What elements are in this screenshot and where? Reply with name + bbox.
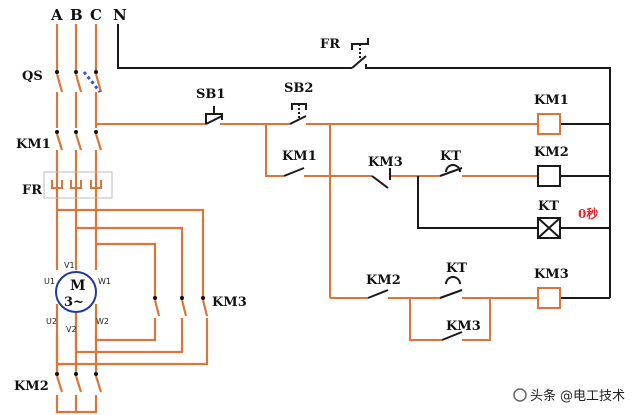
km3-hold-label: KM3	[446, 319, 481, 334]
kt-branch	[417, 176, 538, 229]
watermark-logo-icon	[513, 388, 527, 402]
qs-label: QS	[22, 69, 43, 84]
watermark-prefix: 头条	[530, 388, 556, 404]
terminal-u1: U1	[44, 277, 55, 286]
km3-main-label: KM3	[212, 295, 247, 310]
power-circuit	[55, 24, 209, 414]
terminal-v1: V1	[64, 261, 75, 270]
qs-mechanical-link	[82, 71, 102, 93]
terminal-v2: V2	[66, 325, 77, 334]
sb2-label: SB2	[284, 81, 313, 96]
phase-b-label: B	[70, 6, 83, 24]
km3-coil-label: KM3	[534, 267, 569, 282]
km2-aux-label: KM2	[366, 273, 401, 288]
switch-symbols	[205, 103, 463, 341]
kt-delay-open-label: KT	[440, 149, 461, 164]
motor-phase: 3~	[64, 295, 84, 310]
km2-main-label: KM2	[14, 379, 49, 394]
terminal-w2: W2	[96, 317, 109, 326]
contact-dots	[55, 70, 205, 376]
kt-coil-label: KT	[538, 199, 559, 214]
km1-hold-label: KM1	[282, 149, 317, 164]
watermark-handle: @电工技术	[560, 389, 625, 404]
terminal-u2: U2	[46, 317, 57, 326]
kt-coil-note: 0秒	[578, 206, 598, 221]
km3-nc-label: KM3	[368, 155, 403, 170]
watermark: 头条 @电工技术	[508, 382, 638, 408]
sb1-label: SB1	[196, 87, 225, 102]
km1-main-label: KM1	[16, 137, 51, 152]
phase-a-label: A	[50, 6, 63, 24]
neutral-label: N	[113, 6, 127, 24]
km2-coil	[537, 165, 561, 187]
phase-c-label: C	[90, 6, 102, 24]
coils	[537, 113, 561, 309]
fr-contact-label: FR	[320, 37, 340, 52]
terminal-w1: W1	[98, 277, 111, 286]
kt-delay-close-label: KT	[446, 261, 467, 276]
motor-letter: M	[70, 278, 86, 294]
neutral-circuit	[117, 24, 611, 299]
km2-coil-label: KM2	[534, 145, 569, 160]
km1-coil-label: KM1	[534, 93, 569, 108]
km3-coil	[537, 287, 561, 309]
fr-thermal-block	[43, 171, 113, 199]
control-circuit	[96, 123, 538, 341]
fr-main-label: FR	[22, 183, 42, 198]
motor: M 3~	[55, 271, 97, 313]
km1-coil	[537, 113, 561, 135]
